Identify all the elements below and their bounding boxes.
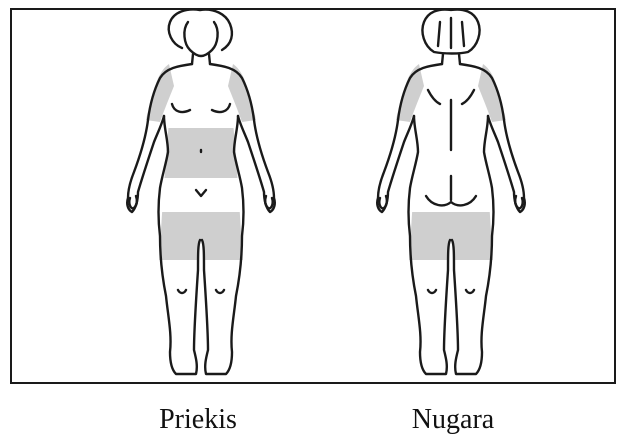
front-groin	[196, 190, 206, 196]
front-right-shoulder-zone	[228, 64, 256, 122]
front-chest	[172, 104, 230, 112]
back-right-hand	[515, 196, 522, 208]
front-hair	[169, 10, 232, 51]
front-outline	[127, 10, 275, 375]
back-knees	[428, 290, 474, 293]
back-left-shoulder-zone	[396, 64, 424, 122]
caption-back: Nugara	[378, 404, 528, 436]
back-outline	[377, 10, 525, 375]
back-thigh-zone	[400, 212, 502, 260]
back-right-shoulder-zone	[478, 64, 506, 122]
back-highlight-zones	[396, 64, 506, 260]
front-knees	[178, 290, 224, 293]
front-face	[184, 22, 217, 56]
back-hair-strands	[438, 18, 464, 48]
back-neck	[442, 54, 460, 64]
front-right-hand	[265, 196, 272, 208]
front-thigh-zone	[150, 212, 252, 260]
front-figure	[127, 10, 275, 375]
back-left-hand	[379, 196, 386, 208]
back-figure	[377, 10, 525, 375]
front-left-shoulder-zone	[146, 64, 174, 122]
caption-front: Priekis	[133, 404, 263, 436]
front-left-hand	[129, 196, 136, 208]
front-highlight-zones	[146, 64, 256, 260]
back-buttocks	[426, 176, 476, 205]
